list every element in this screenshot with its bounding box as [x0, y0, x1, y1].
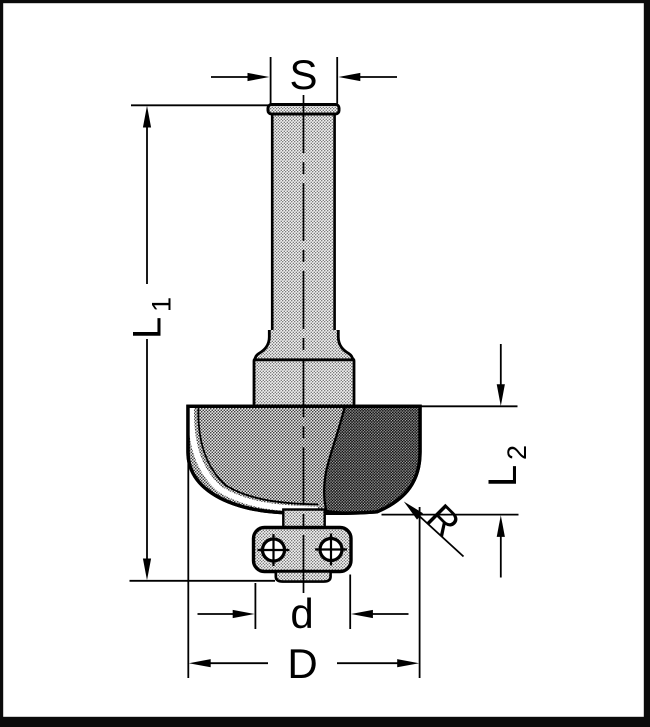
d-arrowhead-right	[351, 609, 373, 619]
l1-arrowhead-top	[142, 105, 152, 128]
cutting-edge-line	[197, 407, 319, 506]
screw-right	[315, 533, 347, 566]
label-overall-length-sub: 1	[147, 297, 177, 312]
D-arrowhead-right	[397, 659, 420, 668]
label-cutting-length: L 2	[481, 445, 532, 487]
l2-arrowhead-down	[496, 384, 505, 406]
s-arrowhead-right	[338, 72, 361, 82]
dimension-bearing-diameter: d	[197, 574, 409, 637]
label-bearing-diameter: d	[290, 590, 313, 637]
d-arrowhead-left	[232, 609, 255, 619]
relief-band	[187, 407, 319, 513]
D-arrowhead-left	[188, 659, 211, 668]
label-cutting-length-main: L	[481, 465, 525, 487]
l1-arrowhead-bottom	[142, 558, 152, 581]
label-overall-length-main: L	[126, 317, 170, 339]
label-cutting-diameter: D	[287, 640, 317, 687]
dimension-cutting-length: L 2	[381, 344, 532, 578]
label-cutting-length-sub: 2	[502, 445, 532, 460]
s-arrowhead-left	[247, 72, 270, 82]
screw-left	[257, 534, 290, 566]
frame-bottom	[0, 716, 650, 727]
dimension-cutting-diameter: D	[187, 457, 421, 687]
label-overall-length: L 1	[126, 297, 177, 339]
r-leader-line	[415, 512, 465, 558]
frame-left	[0, 0, 4, 727]
frame-top	[0, 0, 650, 4]
r-arrowhead	[403, 501, 423, 520]
l2-arrowhead-up	[496, 515, 505, 537]
dimension-shank-width: S	[211, 51, 397, 104]
frame-right	[643, 0, 650, 727]
label-shank-width: S	[289, 51, 317, 98]
guide-bearing	[251, 525, 353, 583]
dimension-overall-length: L 1	[126, 104, 275, 582]
